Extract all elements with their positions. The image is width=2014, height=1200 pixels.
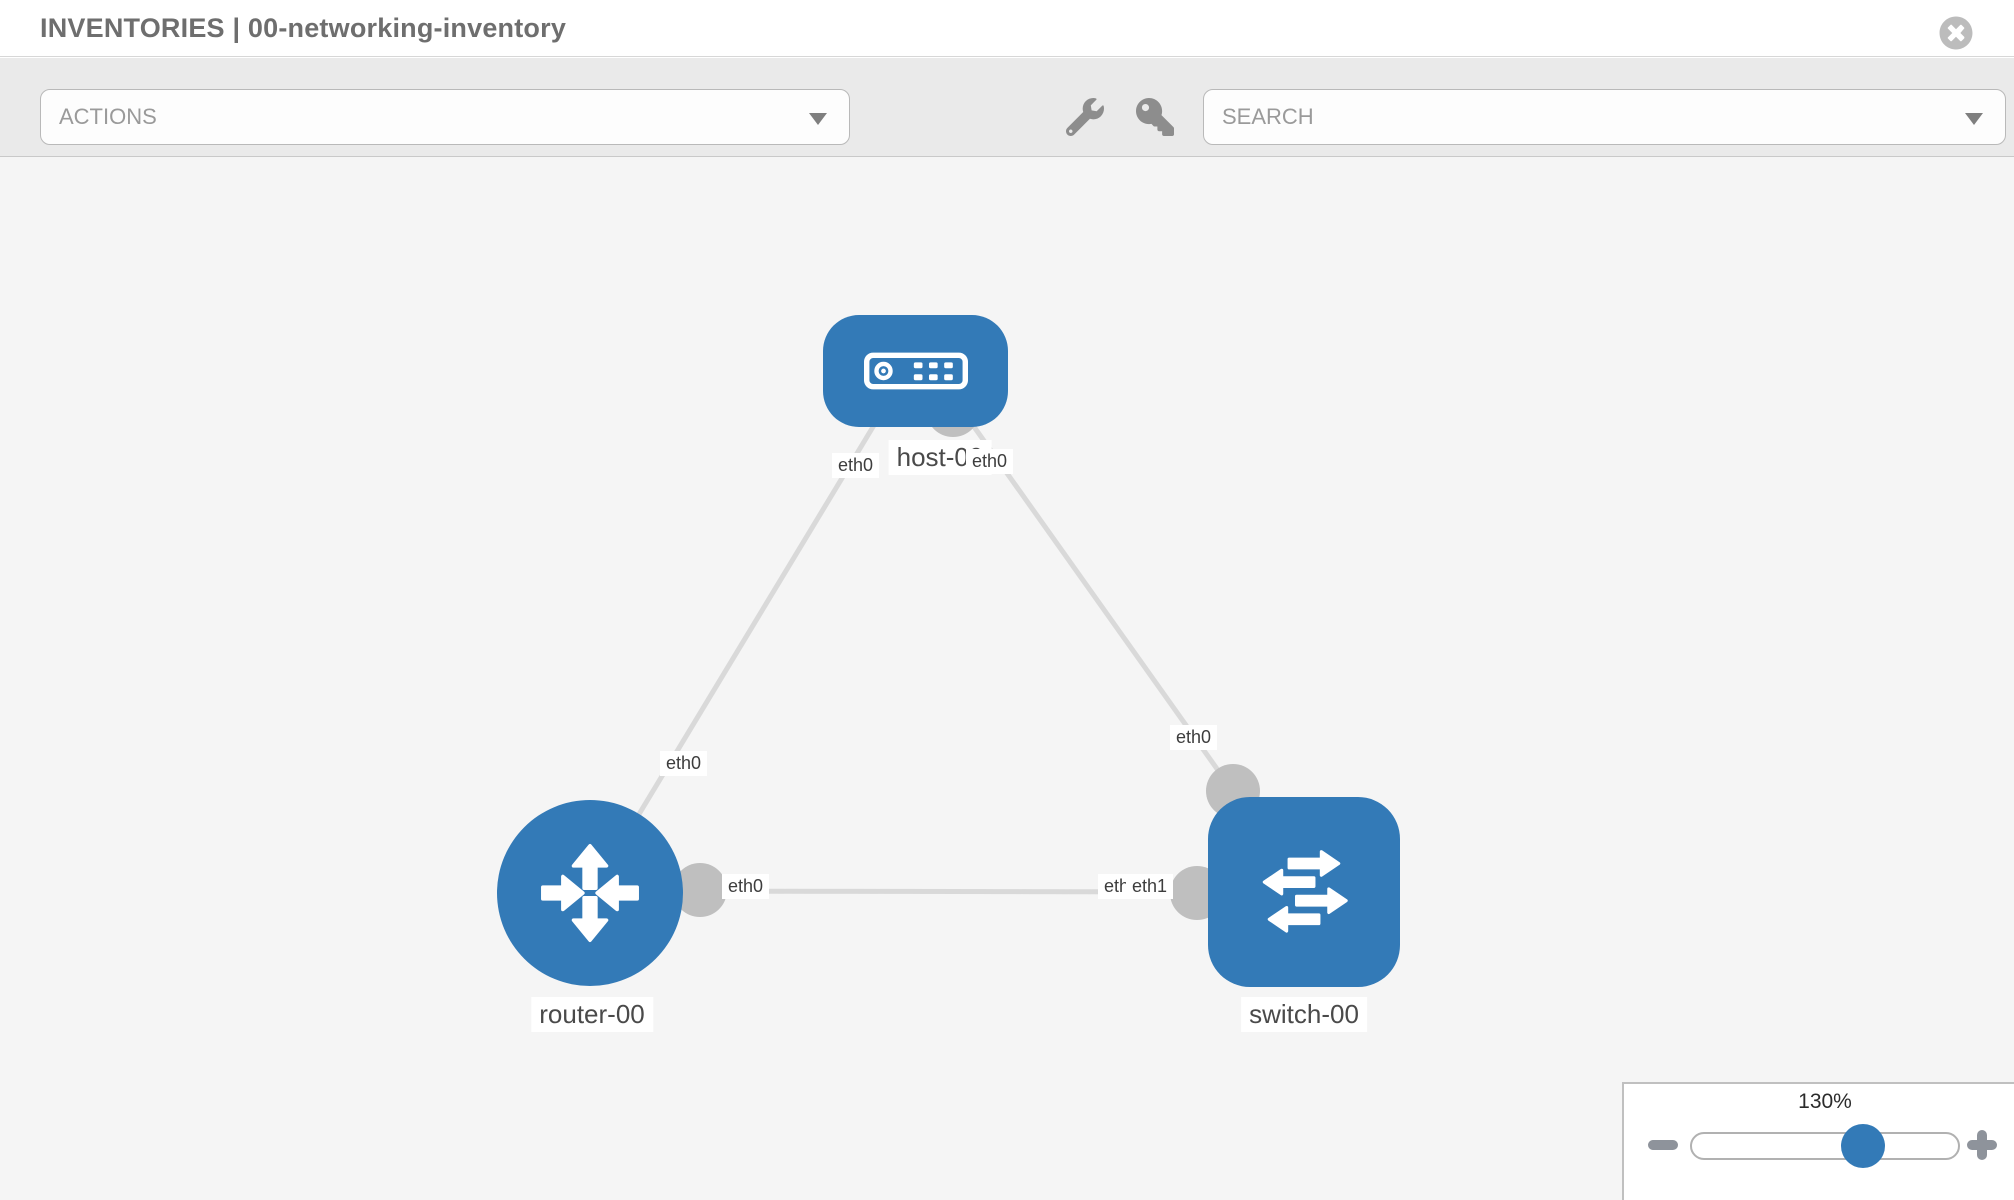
node-host-00[interactable]: [823, 315, 1008, 427]
minus-icon[interactable]: [1648, 1140, 1678, 1150]
breadcrumb-header: INVENTORIES | 00-networking-inventory: [0, 0, 2014, 57]
router-icon: [541, 844, 639, 942]
switch-icon: [1262, 850, 1348, 933]
iface-label-host-to-switch: eth0: [966, 449, 1014, 474]
plus-bar-vertical: [1977, 1130, 1987, 1160]
page-title: INVENTORIES | 00-networking-inventory: [40, 13, 567, 43]
node-router-00[interactable]: [497, 800, 683, 986]
zoom-slider[interactable]: [1690, 1132, 1960, 1160]
toolbar: ACTIONS SEARCH: [0, 58, 2014, 157]
search-dropdown-label: SEARCH: [1222, 104, 1314, 129]
iface-label-router-end: eth0: [660, 751, 708, 776]
node-switch-00[interactable]: [1208, 797, 1400, 987]
node-label-switch: switch-00: [1241, 997, 1367, 1032]
key-icon: [1136, 98, 1174, 136]
wrench-icon: [1065, 98, 1104, 137]
actions-dropdown[interactable]: ACTIONS: [40, 89, 850, 145]
plus-icon[interactable]: [1966, 1129, 1998, 1161]
link-host-router: [592, 405, 888, 889]
iface-label-switch-top-end: eth0: [1170, 725, 1218, 750]
port-circle-router-right: [673, 863, 727, 917]
configure-button[interactable]: [1065, 98, 1104, 137]
iface-label-switch-left-front: eth1: [1126, 874, 1174, 899]
host-icon: [863, 352, 968, 390]
zoom-level-value: 130%: [1798, 1090, 1852, 1113]
x-circle-glyph: [1939, 16, 1973, 50]
links-layer: [592, 383, 1260, 920]
zoom-control-panel: 130%: [1622, 1082, 2014, 1200]
close-icon[interactable]: [1939, 16, 1973, 50]
search-dropdown[interactable]: SEARCH: [1203, 89, 2006, 145]
iface-label-host-to-router: eth0: [832, 453, 880, 478]
caret-down-icon: [1965, 113, 1983, 125]
credentials-button[interactable]: [1136, 98, 1174, 136]
caret-down-icon: [809, 113, 827, 125]
iface-label-router-right: eth0: [722, 874, 770, 899]
actions-dropdown-label: ACTIONS: [59, 104, 157, 129]
node-label-router: router-00: [531, 997, 653, 1032]
topology-canvas[interactable]: eth0 host-00 eth0 eth0 eth0 eth0 eth0 et…: [0, 157, 2014, 1200]
zoom-slider-thumb[interactable]: [1841, 1124, 1885, 1168]
